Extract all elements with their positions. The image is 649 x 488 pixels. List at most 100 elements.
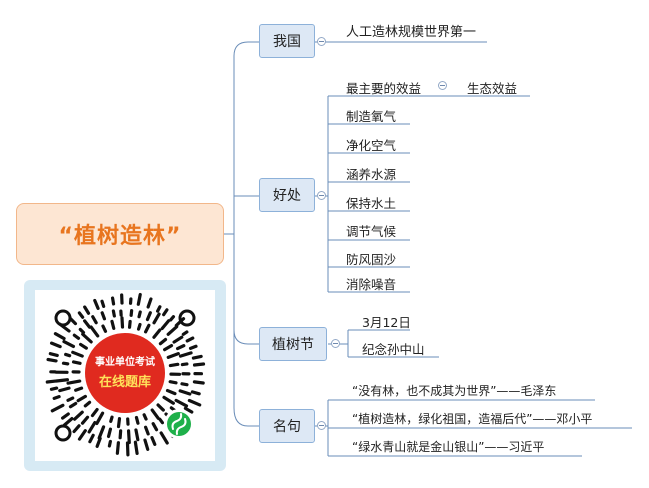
qr-dash xyxy=(110,296,116,306)
qr-dash xyxy=(145,311,152,322)
qr-center-badge xyxy=(85,333,165,413)
qr-dash xyxy=(178,389,192,396)
qr-dash xyxy=(74,386,84,392)
qr-dash xyxy=(68,401,78,409)
qr-dash xyxy=(61,361,70,366)
qr-dash xyxy=(115,441,120,455)
qr-dash xyxy=(158,417,165,425)
qr-dash xyxy=(83,319,92,329)
qr-dash xyxy=(174,398,189,408)
qr-dash xyxy=(83,400,92,408)
qr-dash xyxy=(90,407,99,418)
qr-dash xyxy=(116,417,122,429)
qr-dash xyxy=(89,325,100,338)
qr-dash xyxy=(109,415,114,423)
qr-dash xyxy=(183,406,194,414)
branch-mingju[interactable]: 名句 xyxy=(259,409,315,443)
qr-dash xyxy=(143,438,150,451)
qr-dash xyxy=(45,379,58,384)
qr-dash xyxy=(137,310,142,319)
qr-dash xyxy=(118,429,123,440)
qr-dash xyxy=(106,427,113,439)
qr-dash xyxy=(72,333,81,340)
qr-dash xyxy=(144,425,150,436)
qr-dash xyxy=(156,403,165,412)
qr-dash xyxy=(156,305,162,313)
qr-dash xyxy=(66,379,82,385)
qr-dash xyxy=(91,315,98,325)
branch-woguo[interactable]: 我国 xyxy=(259,24,315,58)
qr-dash xyxy=(152,328,162,339)
qr-dash xyxy=(93,298,100,310)
qr-dash xyxy=(169,315,176,322)
collapse-icon[interactable] xyxy=(317,37,326,46)
qr-dash xyxy=(48,352,59,358)
qr-dash xyxy=(159,431,169,445)
qr-dash xyxy=(76,394,87,403)
qr-dash xyxy=(178,351,193,358)
branch-zhishujie[interactable]: 植树节 xyxy=(259,327,327,361)
qr-code-card[interactable]: 事业单位考试 在线题库 xyxy=(24,280,226,471)
qr-dash xyxy=(71,360,82,365)
qr-dash xyxy=(88,433,95,444)
qr-dash xyxy=(136,322,142,331)
qr-dash xyxy=(110,319,116,330)
qr-finder-pattern xyxy=(54,309,196,442)
qr-dash xyxy=(190,390,201,396)
qr-code-background: 事业单位考试 在线题库 xyxy=(35,290,215,461)
qr-dash xyxy=(101,324,108,333)
qr-dash xyxy=(95,436,102,448)
qr-dash xyxy=(160,319,171,331)
qr-dash xyxy=(165,388,177,396)
qr-dash xyxy=(127,319,132,329)
collapse-icon[interactable] xyxy=(317,421,326,430)
collapse-icon[interactable] xyxy=(438,81,447,90)
badge-line1: 事业单位考试 xyxy=(95,355,155,368)
leaf-quote-2: “绿水青山就是金山银山”——习近平 xyxy=(352,440,545,454)
qr-dash xyxy=(188,344,198,350)
leaf-quote-0: “没有林，也不成其为世界”——毛泽东 xyxy=(352,384,557,398)
qr-dash xyxy=(163,344,174,352)
leaf-arbor-day-1: 纪念孙中山 xyxy=(362,342,425,357)
qr-dash xyxy=(150,435,157,446)
qr-dash xyxy=(185,336,195,343)
qr-dash xyxy=(172,335,184,344)
qr-dash xyxy=(175,344,186,351)
qr-dash xyxy=(162,395,175,405)
qr-dash xyxy=(50,403,65,413)
qr-dash xyxy=(142,413,148,421)
leaf-eco-benefit: 生态效益 xyxy=(467,81,518,96)
leaf-arbor-day-0: 3月12日 xyxy=(362,315,411,330)
qr-dash xyxy=(181,330,189,336)
qr-dash xyxy=(77,311,85,319)
qr-dash xyxy=(49,386,59,391)
qr-dash xyxy=(126,429,131,445)
leaf-woguo-0: 人工造林规模世界第一 xyxy=(346,25,477,40)
qr-dash xyxy=(53,332,66,341)
leaf-benefit-4: 调节气候 xyxy=(346,224,397,239)
qr-dash xyxy=(120,316,125,329)
qr-dash xyxy=(97,425,106,440)
qr-dash xyxy=(72,424,81,434)
qr-dash xyxy=(168,362,180,368)
qr-dash xyxy=(111,309,116,318)
qr-dash xyxy=(52,395,61,400)
qr-dash xyxy=(100,311,107,321)
qr-dash xyxy=(81,332,93,344)
badge-line2: 在线题库 xyxy=(99,374,151,390)
qr-dash xyxy=(166,352,180,359)
leaf-benefit-5: 防风固沙 xyxy=(346,252,397,267)
qr-dash xyxy=(71,350,84,358)
qr-dash xyxy=(73,410,84,421)
collapse-icon[interactable] xyxy=(331,339,340,348)
leaf-quote-1: “植树造林，绿化祖国，造福后代”——邓小平 xyxy=(352,412,593,426)
qr-dash xyxy=(62,417,74,427)
wechat-mini-program-icon xyxy=(164,409,194,439)
branch-label: 好处 xyxy=(273,188,301,204)
qr-dash xyxy=(134,415,140,425)
central-topic[interactable]: “植树造林” xyxy=(16,203,224,265)
qr-dash xyxy=(166,325,179,336)
qr-dash xyxy=(133,440,139,456)
branch-haochu[interactable]: 好处 xyxy=(259,178,315,212)
collapse-icon[interactable] xyxy=(317,191,326,200)
